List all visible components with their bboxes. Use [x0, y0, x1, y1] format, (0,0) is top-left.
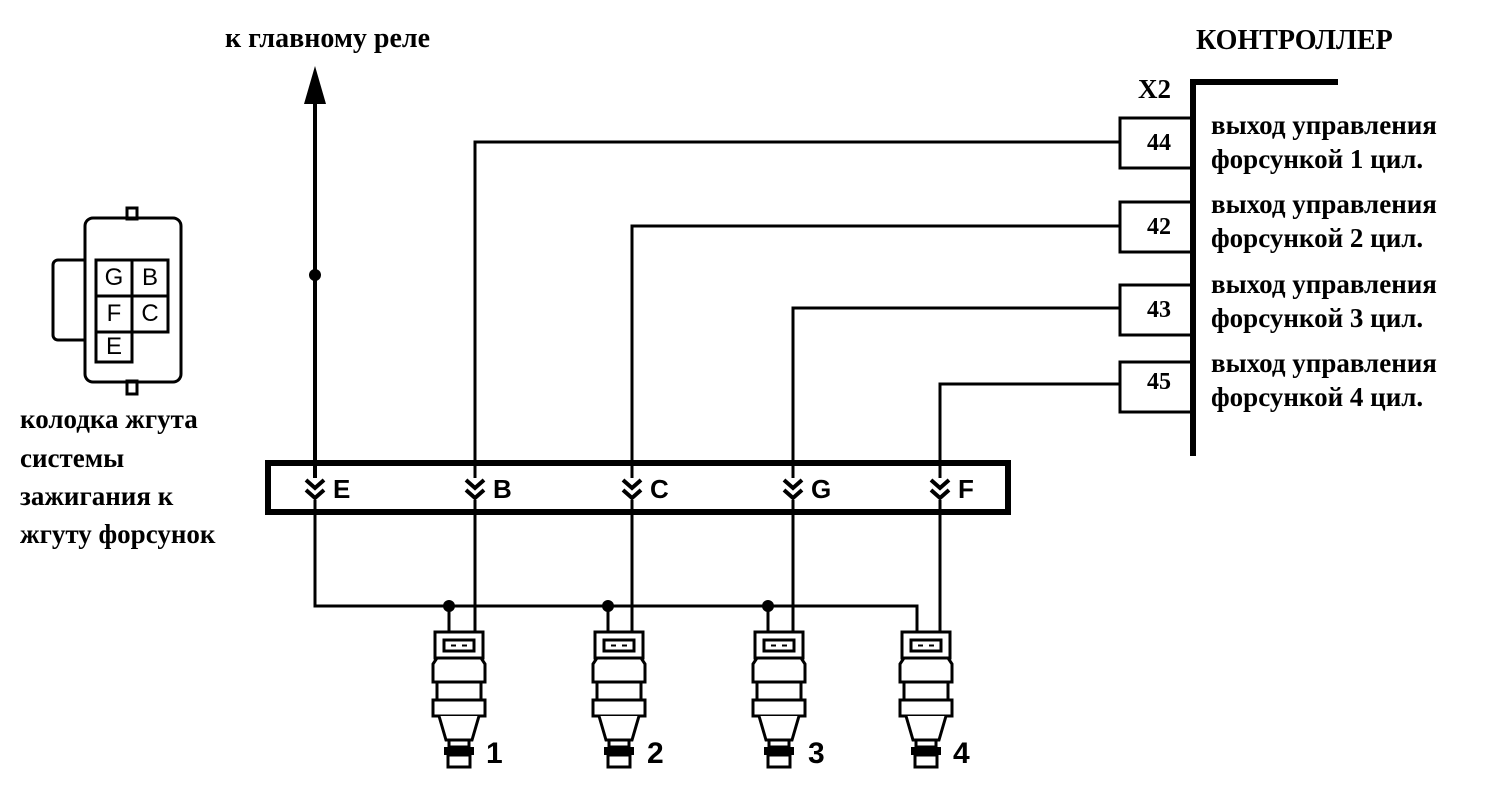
junction-inj2 [602, 600, 614, 612]
pin-42-desc-line2: форсункой 2 цил. [1211, 223, 1424, 253]
harness-connector-bar [265, 460, 1011, 515]
main-relay-label: к главному реле [225, 23, 431, 54]
injector-number-3: 3 [808, 737, 825, 770]
pin-42-desc-line1: выход управления [1211, 189, 1437, 219]
pin-box-43 [1118, 283, 1193, 337]
pin-43-desc-line2: форсункой 3 цил. [1211, 303, 1424, 333]
bus-chevrons [304, 478, 951, 501]
bus-pin-g: G [811, 474, 832, 504]
harness-caption-line1: колодка жгута [20, 404, 198, 434]
wire-pin-43 [791, 306, 1120, 478]
injector-3 [751, 630, 807, 769]
pin-44-desc-line2: форсункой 1 цил. [1211, 144, 1424, 174]
main-relay-junction [309, 269, 321, 281]
bus-pin-f: F [958, 474, 974, 504]
pin-box-45 [1118, 360, 1193, 414]
connector-cell-g: G [104, 264, 124, 291]
injector-4 [898, 630, 954, 769]
connector-pictogram [51, 206, 183, 396]
bus-pin-c: C [650, 474, 669, 504]
connector-cell-e: E [105, 333, 122, 360]
junction-inj1 [443, 600, 455, 612]
injector-number-2: 2 [647, 737, 664, 770]
injector-1 [431, 630, 487, 769]
pin-45-desc-line2: форсункой 4 цил. [1211, 382, 1424, 412]
bus-chevron-g [782, 478, 804, 501]
bus-chevron-f [929, 478, 951, 501]
injector-number-4: 4 [953, 737, 970, 770]
injector-number-1: 1 [486, 737, 503, 770]
connector-cell-c: C [141, 300, 159, 327]
controller-title: КОНТРОЛЛЕР [1196, 25, 1393, 56]
injectors [431, 630, 954, 769]
harness-caption-line3: зажигания к [20, 481, 174, 511]
wire-pin-42 [630, 224, 1120, 478]
bus-chevron-e [304, 478, 326, 501]
bus-chevron-b [464, 478, 486, 501]
pin-45-desc-line1: выход управления [1211, 348, 1437, 378]
common-supply-wire [313, 500, 919, 638]
bus-pin-b: B [493, 474, 512, 504]
pin-number-44: 44 [1147, 130, 1171, 156]
pin-43-desc-line1: выход управления [1211, 269, 1437, 299]
pin-number-43: 43 [1147, 297, 1171, 323]
pin-number-42: 42 [1147, 214, 1171, 240]
wire-pin-44 [473, 140, 1120, 478]
pin-44-desc-line1: выход управления [1211, 110, 1437, 140]
pin-number-45: 45 [1147, 369, 1171, 395]
harness-caption-line4: жгуту форсунок [20, 519, 216, 549]
injector-2 [591, 630, 647, 769]
bus-pin-e: E [333, 474, 351, 504]
connector-cell-b: B [141, 264, 158, 291]
bus-chevron-c [621, 478, 643, 501]
main-relay-arrow [304, 66, 326, 104]
wire-pin-45 [938, 382, 1120, 478]
connector-cell-f: F [106, 300, 122, 327]
connector-id-label: X2 [1138, 74, 1171, 104]
junction-inj3 [762, 600, 774, 612]
harness-caption-line2: системы [20, 443, 125, 473]
